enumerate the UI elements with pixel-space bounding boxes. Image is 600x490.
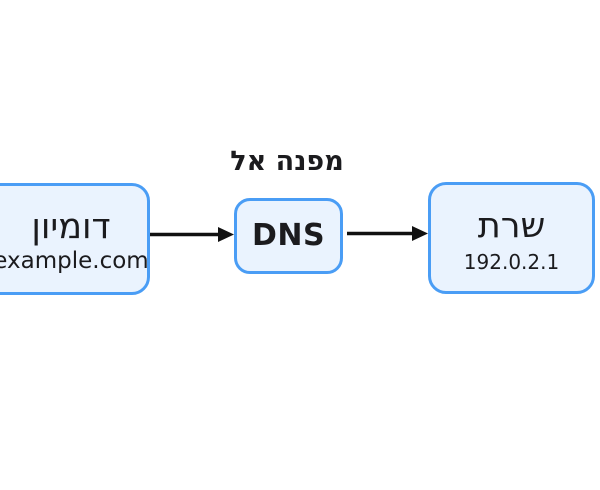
node-dns-label: DNS bbox=[251, 218, 326, 254]
arrow-right-icon bbox=[150, 227, 234, 242]
edge-label-points-to: מפנה אל bbox=[230, 146, 344, 177]
node-server: שרת 192.0.2.1 bbox=[428, 182, 595, 294]
node-domain-sublabel: example.com bbox=[0, 247, 149, 274]
node-server-sublabel: 192.0.2.1 bbox=[463, 249, 560, 274]
arrow-right-icon bbox=[347, 226, 428, 241]
node-domain-label: דומיון bbox=[31, 206, 111, 247]
node-server-label: שרת bbox=[477, 206, 546, 247]
node-dns: DNS bbox=[234, 198, 343, 274]
node-domain: דומיון example.com bbox=[0, 183, 150, 295]
